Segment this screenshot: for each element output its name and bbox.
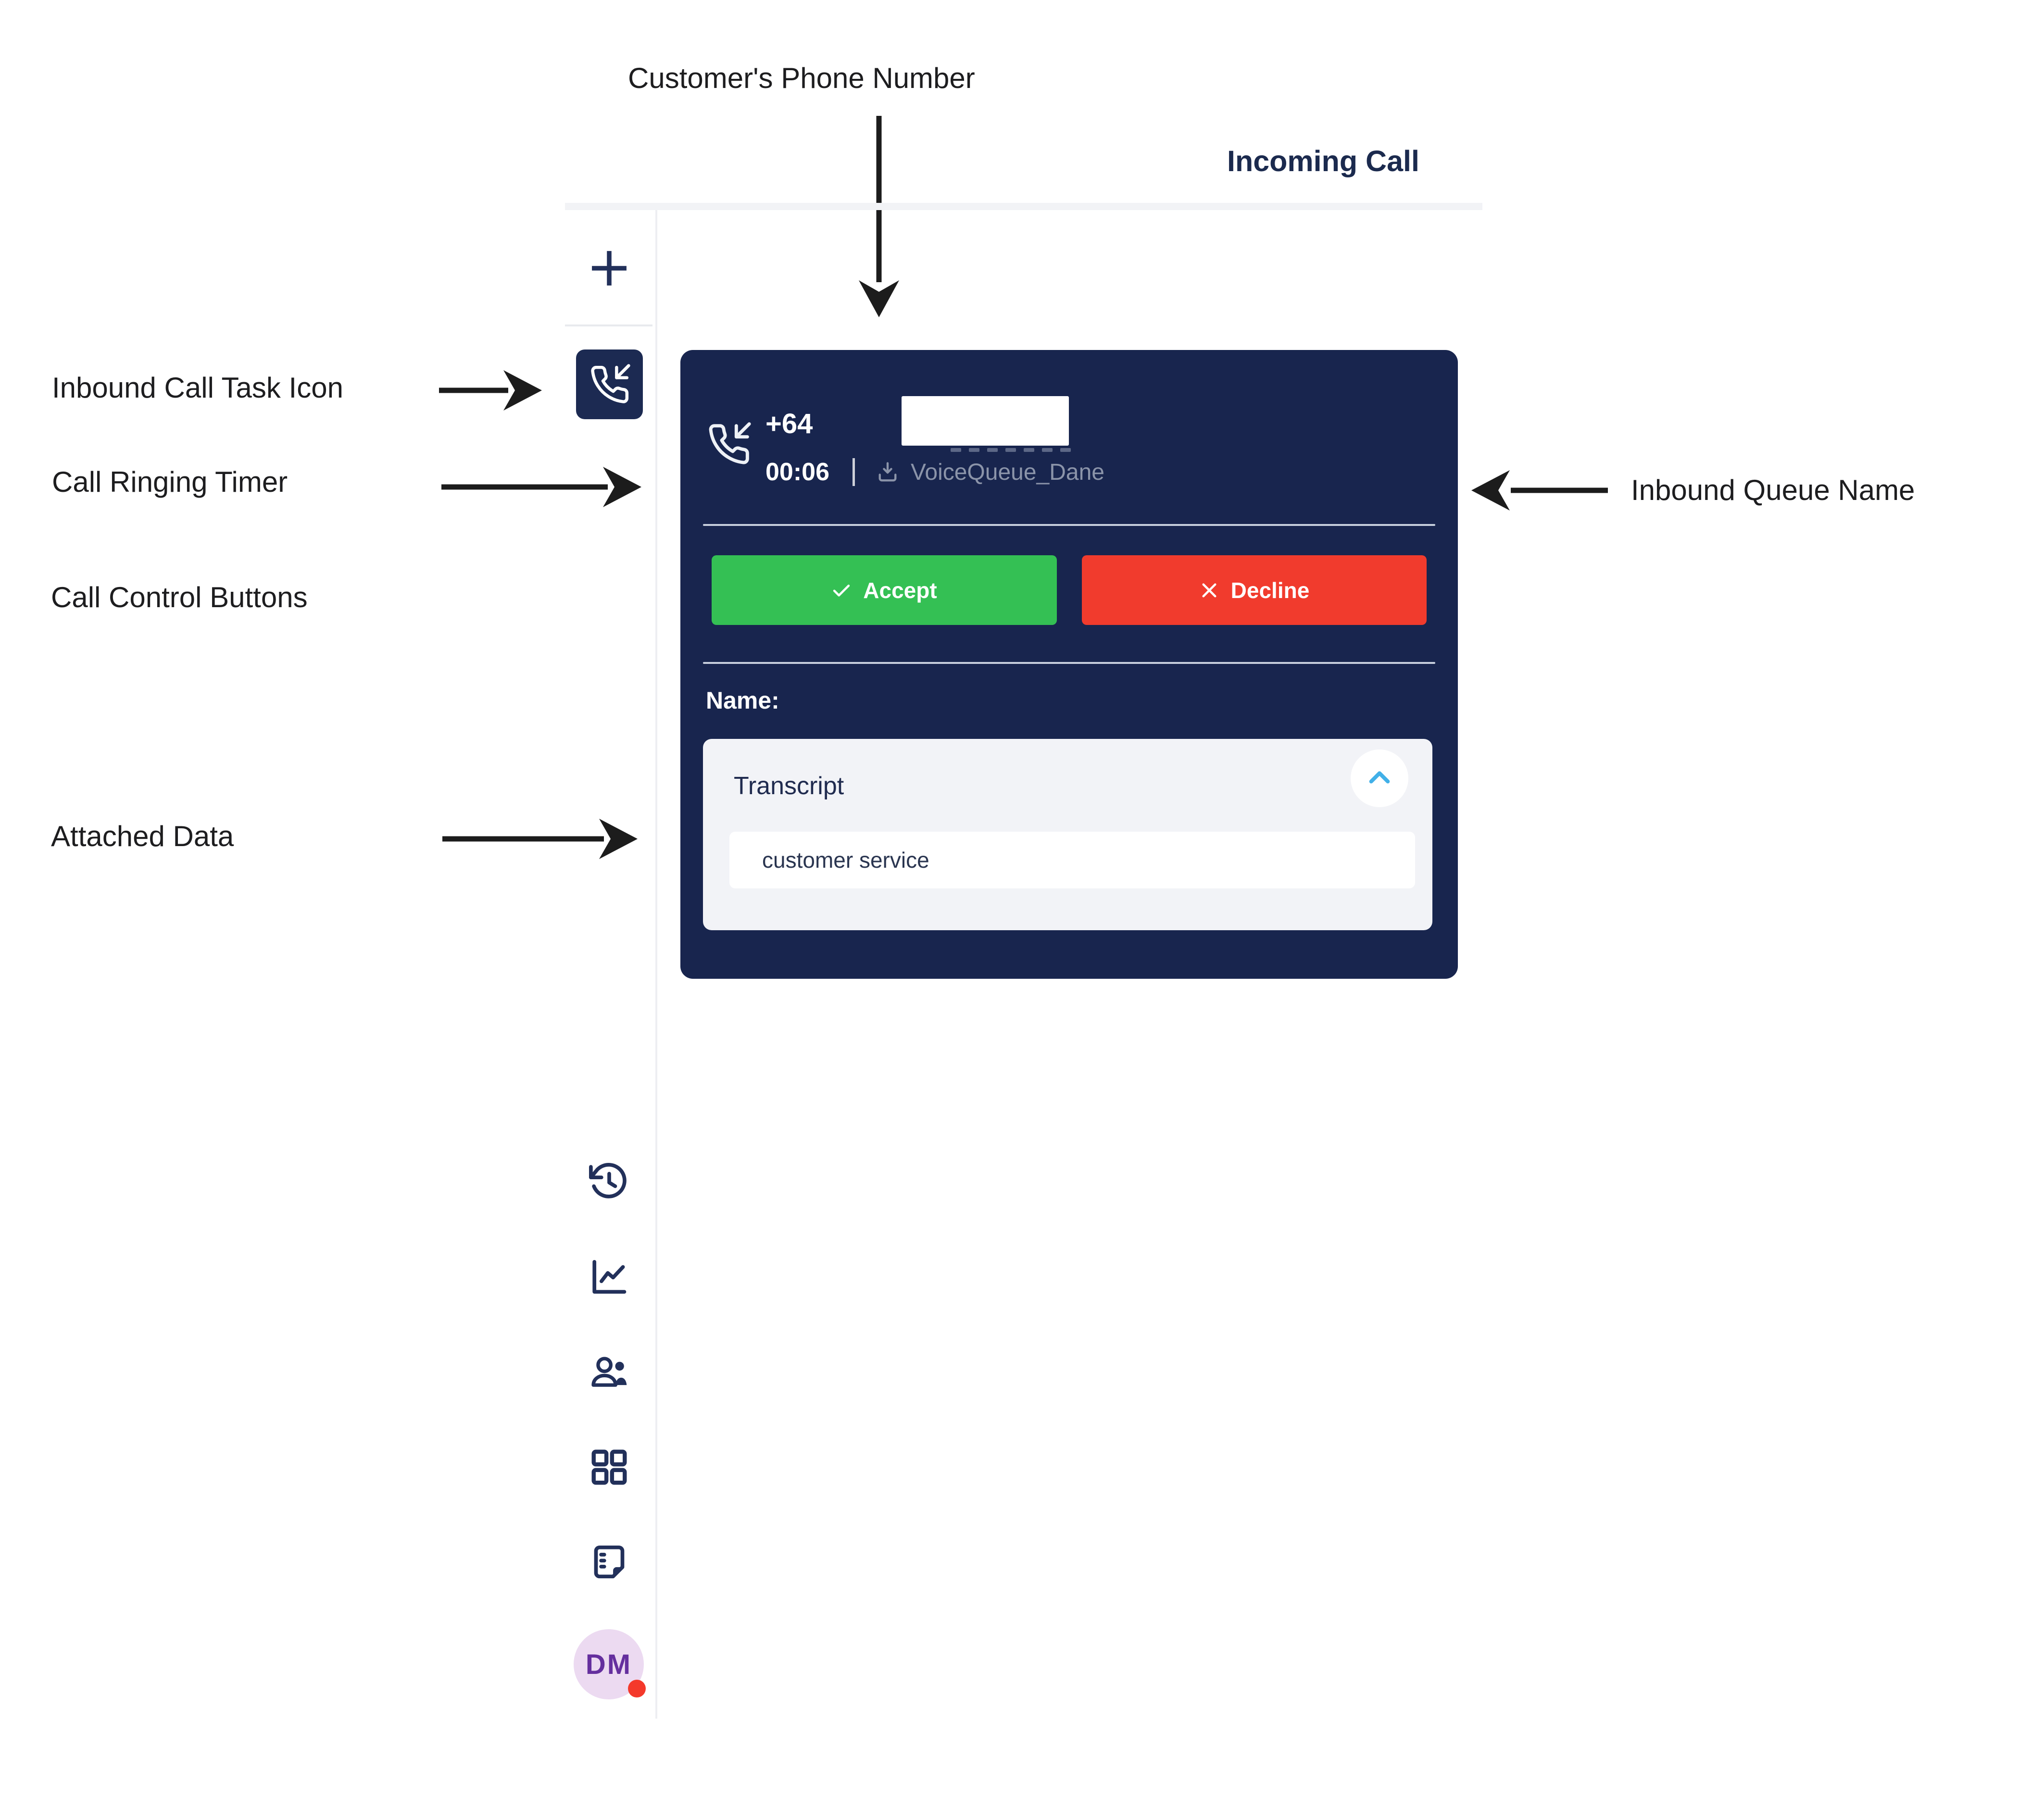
grid-icon (591, 1449, 627, 1485)
sidebar-item-notes[interactable] (586, 1539, 632, 1585)
sidebar-section-divider (565, 324, 652, 326)
transcript-title: Transcript (734, 772, 844, 800)
incoming-call-icon (590, 363, 630, 403)
download-icon (878, 462, 897, 482)
avatar-initials: DM (585, 1648, 632, 1680)
plus-icon (592, 251, 627, 286)
sidebar-item-insights[interactable] (586, 1254, 632, 1300)
sidebar-item-inbound-call-task[interactable] (576, 349, 643, 419)
redacted-digits (951, 448, 1071, 452)
incoming-call-card: +64 00:06 VoiceQueue_Dane A (680, 350, 1458, 979)
call-status-row: 00:06 VoiceQueue_Dane (765, 457, 1104, 487)
annotation-customer-phone-number: Customer's Phone Number (628, 62, 975, 94)
name-label: Name: (706, 687, 779, 714)
annotation-attached-data: Attached Data (51, 820, 234, 852)
annotation-call-ringing-timer: Call Ringing Timer (52, 466, 288, 498)
inbound-queue-name: VoiceQueue_Dane (911, 459, 1104, 485)
transcript-header[interactable]: Transcript (703, 739, 1432, 816)
notes-icon (594, 1545, 625, 1579)
check-icon (833, 584, 850, 597)
arrow-right-task-icon (439, 370, 542, 411)
caller-number: +64 (765, 408, 813, 439)
annotation-inbound-call-task-icon: Inbound Call Task Icon (52, 372, 343, 404)
timer-divider (853, 458, 855, 486)
decline-button[interactable]: Decline (1082, 555, 1427, 625)
decline-button-label: Decline (1230, 577, 1310, 603)
number-redaction-box (902, 396, 1069, 446)
x-icon (1202, 583, 1216, 598)
collapse-toggle[interactable] (1351, 749, 1408, 807)
accept-button[interactable]: Accept (712, 555, 1057, 625)
history-icon (589, 1163, 627, 1198)
transcript-value-box: customer service (729, 832, 1415, 888)
chevron-up-icon (1369, 771, 1390, 784)
incoming-call-icon (709, 422, 751, 464)
annotation-call-control-buttons: Call Control Buttons (51, 581, 308, 613)
user-avatar[interactable]: DM (574, 1629, 646, 1699)
sidebar-item-dashboard[interactable] (586, 1444, 632, 1490)
contacts-icon (591, 1357, 627, 1387)
card-divider-bottom (703, 662, 1435, 664)
annotation-inbound-queue-name: Inbound Queue Name (1631, 474, 1915, 506)
transcript-value: customer service (762, 848, 929, 873)
sidebar-item-history[interactable] (586, 1159, 632, 1205)
arrow-left-queue-name-icon (1471, 470, 1608, 511)
ringing-timer: 00:06 (765, 458, 829, 486)
attached-data-panel: Transcript customer service (703, 739, 1432, 930)
page-title: Incoming Call (1227, 145, 1419, 177)
arrow-right-timer-icon (441, 467, 641, 507)
line-chart-icon (592, 1260, 627, 1294)
queue-info[interactable]: VoiceQueue_Dane (875, 459, 1104, 486)
sidebar-divider (655, 210, 657, 1719)
add-task-button[interactable] (586, 245, 632, 291)
card-divider-top (703, 524, 1435, 526)
accept-button-label: Accept (863, 577, 937, 603)
arrow-right-attached-data-icon (442, 819, 638, 859)
status-badge (628, 1680, 646, 1697)
arrow-down-icon (859, 116, 899, 317)
caller-number-row: +64 (765, 396, 1071, 452)
header-divider (565, 203, 1482, 210)
sidebar-item-contacts[interactable] (586, 1349, 632, 1395)
